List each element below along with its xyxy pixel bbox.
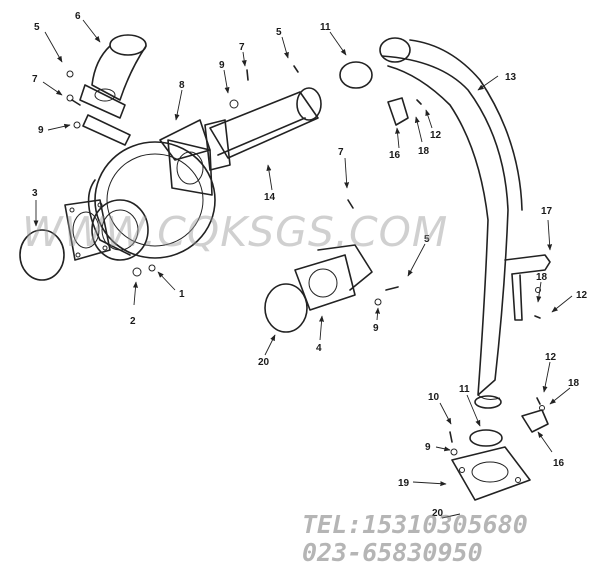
bolt [536, 397, 541, 405]
callout-label: 16 [553, 458, 565, 469]
callout-label: 20 [258, 357, 270, 368]
callout-label: 7 [338, 147, 344, 158]
elbow-outlet-6 [79, 34, 147, 119]
leader-lines [33, 19, 573, 519]
callout-label: 2 [130, 316, 136, 327]
bottom-flange-19 [451, 446, 531, 501]
washer [229, 99, 239, 109]
callout-label: 7 [239, 42, 245, 53]
callout-label: 5 [34, 22, 40, 33]
washer [450, 448, 458, 456]
callout-labels: 5 6 7 9 3 2 1 8 9 7 5 11 13 12 18 16 14 … [32, 11, 588, 519]
callout-label: 18 [418, 146, 430, 157]
contact-tel: TEL:15310305680 [302, 510, 528, 539]
long-pipe-13 [379, 37, 523, 409]
turbocharger-housing [87, 119, 216, 261]
callout-label: 10 [428, 392, 440, 403]
callout-label: 3 [32, 188, 38, 199]
callout-label: 9 [219, 60, 225, 71]
contact-phone: 023-65830950 [302, 538, 483, 567]
seal-ring-11-upper [339, 61, 373, 89]
bolt [66, 94, 81, 106]
callout-label: 6 [75, 11, 81, 22]
callout-label: 20 [432, 508, 444, 519]
clip-16-lower [521, 409, 549, 433]
bolt [347, 199, 354, 209]
callout-label: 11 [459, 384, 470, 395]
gasket-8 [82, 114, 131, 146]
callout-label: 19 [398, 478, 410, 489]
callout-label: 7 [32, 74, 38, 85]
callout-label: 9 [425, 442, 431, 453]
callout-label: 9 [373, 323, 379, 334]
pipe-section-14 [204, 87, 322, 171]
washer [374, 298, 382, 306]
washer [73, 121, 81, 129]
washer [539, 405, 545, 411]
callout-label: 5 [424, 234, 430, 245]
callout-label: 1 [179, 289, 185, 300]
callout-label: 4 [316, 343, 322, 354]
watermark-text: WWW.CQKSGS.COM [22, 208, 449, 256]
bolt [416, 99, 422, 105]
callout-label: 12 [545, 352, 557, 363]
bracket-17 [504, 254, 551, 321]
callout-label: 18 [536, 272, 548, 283]
compressor-inlet-flange [64, 199, 111, 261]
callout-label: 9 [38, 125, 44, 136]
square-flange-center [167, 139, 213, 196]
callout-label: 18 [568, 378, 580, 389]
callout-label: 12 [430, 130, 442, 141]
callout-label: 5 [276, 27, 282, 38]
gasket-ring-20 [264, 283, 308, 333]
bolt [293, 65, 299, 73]
seal-ring-11-lower [469, 429, 503, 447]
callout-label: 17 [541, 206, 553, 217]
callout-label: 13 [505, 72, 517, 83]
gasket-ring-3 [19, 229, 65, 281]
gasket-ring-2 [132, 264, 156, 277]
callout-label: 11 [320, 22, 331, 33]
washer [535, 287, 541, 293]
callout-label: 12 [576, 290, 588, 301]
callout-label: 16 [389, 150, 401, 161]
bolt [534, 315, 541, 319]
nut [66, 70, 74, 78]
bolt [246, 69, 249, 81]
bolt [385, 286, 399, 291]
callout-label: 8 [179, 80, 185, 91]
bolt [449, 431, 453, 443]
clip-16-upper [387, 97, 409, 126]
callout-label: 14 [264, 192, 276, 203]
